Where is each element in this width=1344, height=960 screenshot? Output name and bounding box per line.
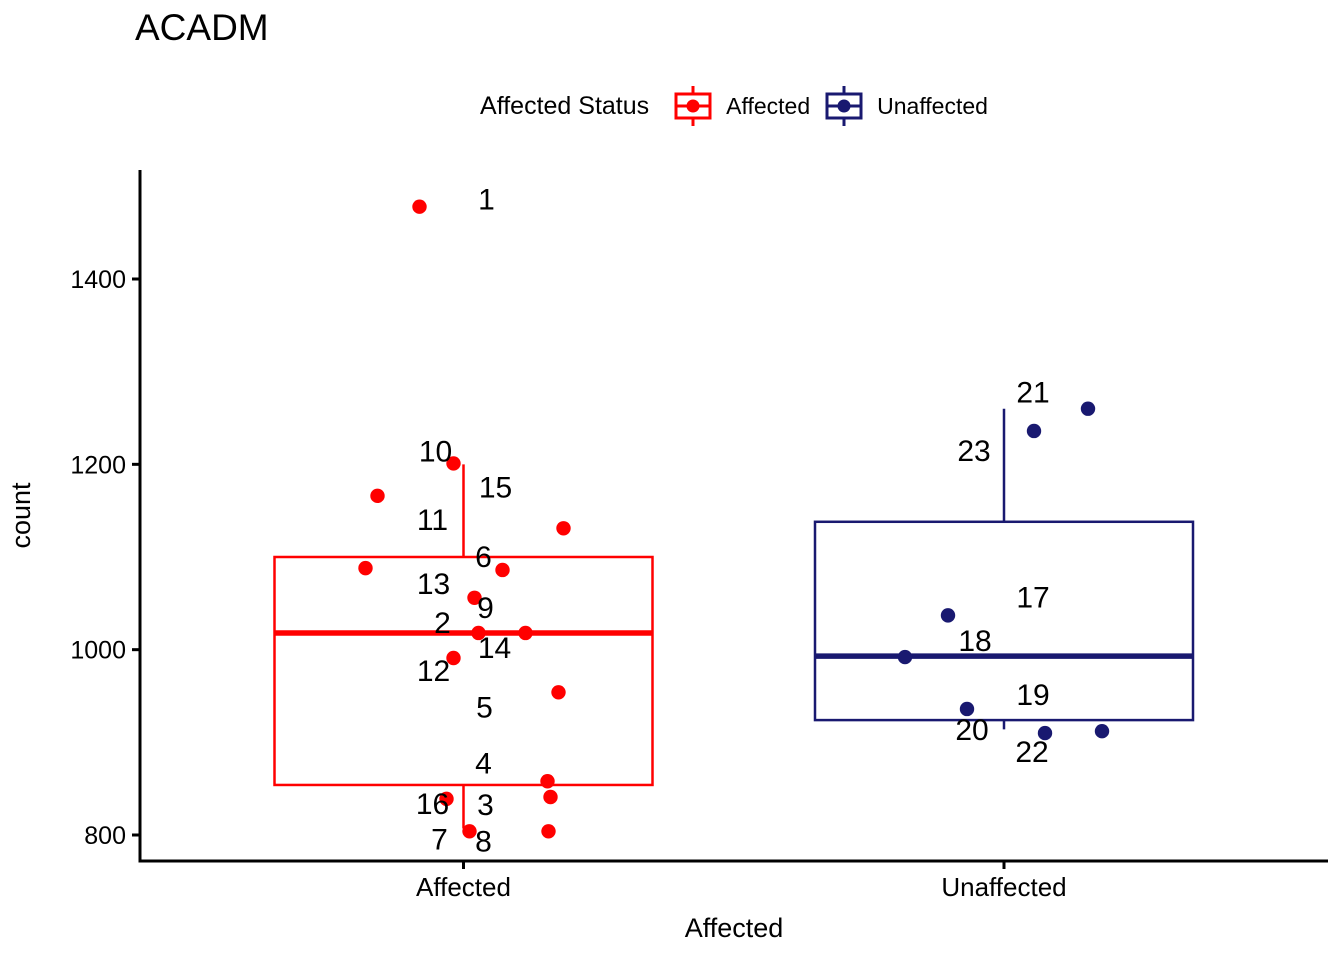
point-label: 21 xyxy=(1016,377,1049,410)
x-category-label: Unaffected xyxy=(941,872,1066,902)
data-point xyxy=(358,560,373,576)
point-label: 9 xyxy=(477,592,494,625)
data-point xyxy=(541,824,556,839)
data-point xyxy=(471,625,486,641)
point-label: 10 xyxy=(419,435,452,468)
y-tick-label: 1000 xyxy=(70,637,126,665)
point-label: 12 xyxy=(417,655,450,688)
point-label: 23 xyxy=(957,435,990,468)
data-point xyxy=(518,625,533,641)
point-label: 1 xyxy=(478,184,495,217)
data-point xyxy=(1080,401,1096,416)
point-label: 15 xyxy=(479,471,512,504)
point-label: 17 xyxy=(1016,581,1049,614)
data-point xyxy=(1094,724,1110,739)
data-point xyxy=(446,456,461,471)
data-point xyxy=(556,521,571,536)
point-label: 14 xyxy=(478,632,511,665)
boxplot-key-icon xyxy=(674,86,712,126)
legend: Affected Status Affected Unaffected xyxy=(140,82,1328,130)
point-label: 6 xyxy=(475,541,492,574)
data-point xyxy=(551,685,566,700)
point-label: 22 xyxy=(1015,736,1048,769)
point-label: 4 xyxy=(475,747,492,780)
x-category-label: Affected xyxy=(416,872,511,902)
data-point xyxy=(370,488,385,504)
point-label: 7 xyxy=(431,823,448,856)
data-point xyxy=(543,789,558,805)
data-point xyxy=(412,199,427,214)
data-point xyxy=(446,650,461,666)
data-point xyxy=(467,590,482,605)
legend-label-affected: Affected xyxy=(726,92,811,119)
data-point xyxy=(1026,423,1042,439)
data-point xyxy=(439,791,454,807)
boxplot-key-icon xyxy=(825,86,863,126)
y-tick-label: 1400 xyxy=(70,266,126,294)
data-point xyxy=(495,562,510,578)
y-tick-label: 1200 xyxy=(70,451,126,479)
box-affected xyxy=(273,555,654,787)
point-label: 5 xyxy=(476,691,493,724)
point-label: 11 xyxy=(417,504,448,537)
point-label: 3 xyxy=(477,789,494,822)
point-label: 13 xyxy=(417,568,450,601)
data-point xyxy=(897,649,913,665)
y-axis-title: count xyxy=(6,482,36,549)
point-label: 2 xyxy=(434,607,451,640)
data-point xyxy=(1037,725,1053,741)
y-tick-label: 800 xyxy=(84,822,126,850)
x-axis-title: Affected xyxy=(685,913,784,943)
data-point xyxy=(540,774,555,789)
chart-title: ACADM xyxy=(135,7,269,48)
point-label: 18 xyxy=(958,625,991,658)
point-label: 16 xyxy=(416,788,449,821)
point-label: 19 xyxy=(1016,679,1049,712)
legend-item-unaffected: Unaffected xyxy=(824,84,988,128)
legend-label-unaffected: Unaffected xyxy=(877,92,988,119)
data-point xyxy=(940,608,956,623)
point-label: 20 xyxy=(955,714,988,747)
data-point xyxy=(959,701,975,717)
point-label: 8 xyxy=(475,825,492,858)
box-unaffected xyxy=(813,520,1195,722)
legend-item-affected: Affected xyxy=(673,84,810,128)
data-point xyxy=(462,824,477,839)
legend-title: Affected Status xyxy=(480,91,650,120)
